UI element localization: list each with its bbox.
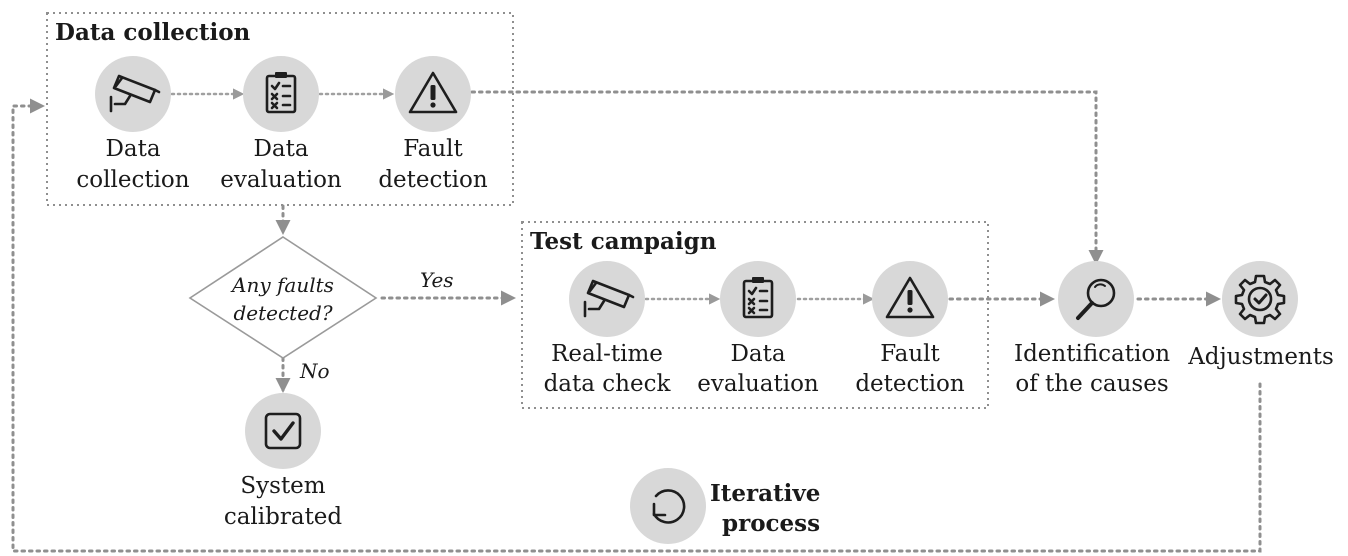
iterative-label-line2: process — [722, 510, 820, 537]
node-label-line2: calibrated — [224, 504, 343, 530]
node-fault-detection-2: Fault detection — [855, 261, 965, 397]
gear-check-icon — [1234, 274, 1286, 325]
node-label-line2: detection — [855, 371, 965, 397]
node-label-line1: Data — [730, 341, 785, 367]
decision-label-line1: Any faults — [230, 273, 334, 297]
arrow-fault-to-identification — [470, 90, 1104, 265]
camera-icon — [583, 279, 635, 318]
node-data-collection: Data collection — [76, 56, 190, 193]
node-system-calibrated: System calibrated — [224, 393, 343, 530]
node-fault-detection-1: Fault detection — [378, 56, 488, 193]
decision-label-line2: detected? — [233, 301, 332, 325]
node-realtime-data-check: Real-time data check — [544, 261, 672, 397]
node-label-line2: evaluation — [220, 167, 342, 193]
checklist-icon — [265, 72, 297, 114]
node-label-line2: evaluation — [697, 371, 819, 397]
node-label-line1: Data — [105, 136, 160, 162]
test-campaign-group — [521, 221, 989, 409]
node-label-line1: System — [240, 473, 325, 499]
refresh-icon — [652, 489, 686, 524]
node-label-line2: of the causes — [1015, 371, 1168, 397]
node-label-line1: Real-time — [551, 341, 663, 367]
test-campaign-group-title: Test campaign — [530, 228, 717, 255]
no-label: No — [299, 359, 330, 383]
node-label-line2: collection — [76, 167, 189, 193]
node-label-line1: Data — [253, 136, 308, 162]
node-label-line2: data check — [544, 371, 672, 397]
data-collection-group — [46, 12, 514, 206]
iterative-label-line1: Iterative — [710, 480, 820, 507]
iterative-process: Iterative process — [630, 468, 820, 544]
node-adjustments: Adjustments — [1187, 261, 1334, 370]
checklist-icon — [742, 277, 774, 319]
checkbox-icon — [264, 412, 302, 450]
yes-label: Yes — [420, 268, 454, 292]
node-label-line2: detection — [378, 167, 488, 193]
node-identification-of-causes: Identification of the causes — [1014, 261, 1170, 397]
data-collection-group-title: Data collection — [55, 19, 251, 46]
decision-any-faults: Any faults detected? — [188, 236, 378, 359]
node-label: Adjustments — [1187, 344, 1334, 370]
magnifier-icon — [1076, 278, 1116, 320]
node-label-line1: Fault — [403, 136, 463, 162]
feedback-loop-arrow — [11, 98, 1262, 553]
node-data-evaluation-2: Data evaluation — [697, 261, 819, 397]
camera-icon — [109, 74, 161, 113]
node-label-line1: Fault — [880, 341, 940, 367]
node-label-line1: Identification — [1014, 341, 1170, 367]
warning-icon — [885, 276, 935, 319]
node-data-evaluation-1: Data evaluation — [220, 56, 342, 193]
warning-icon — [408, 71, 458, 114]
